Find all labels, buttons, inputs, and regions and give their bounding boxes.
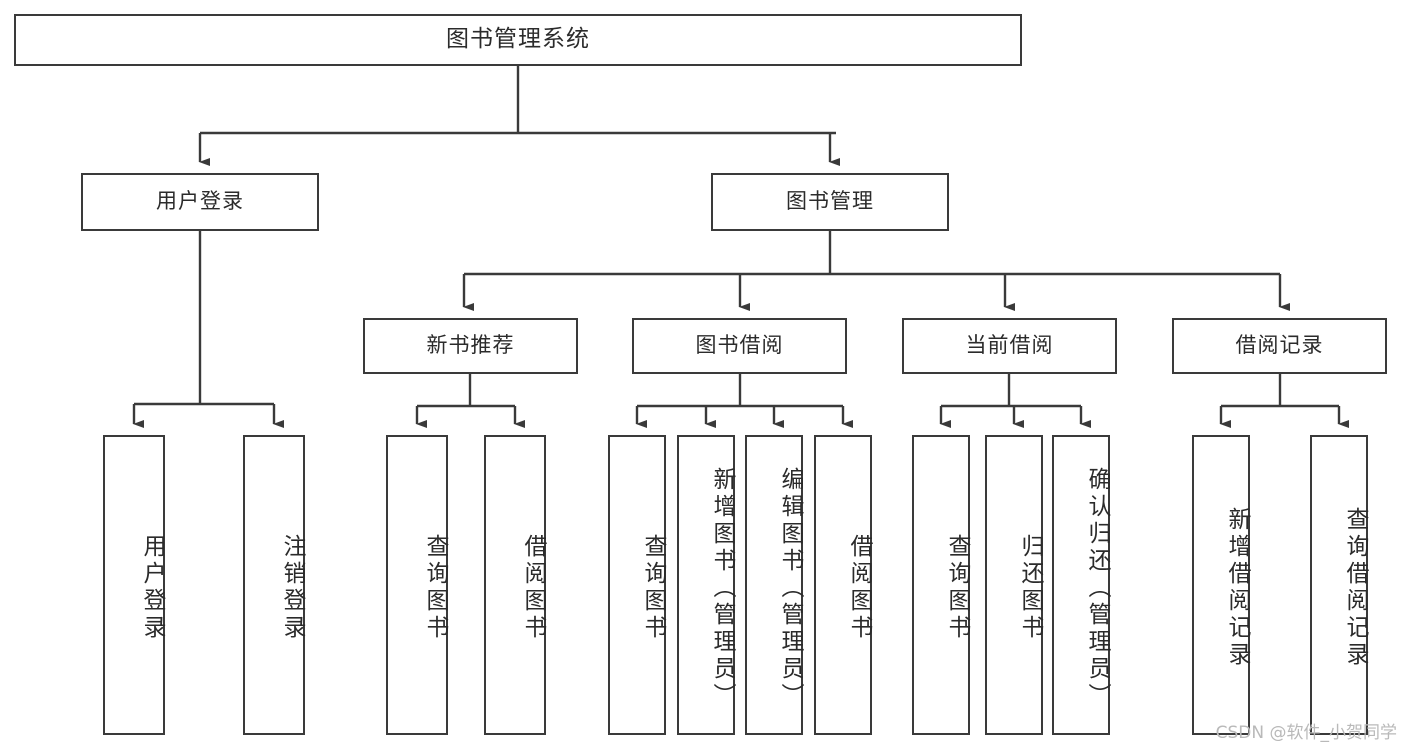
node-leaf-borrow-book-2-label: 借阅图书 (846, 534, 872, 642)
node-leaf-user-logout[interactable]: 注销登录 (243, 435, 305, 735)
node-book-borrow[interactable]: 图书借阅 (632, 318, 847, 374)
node-current-borrow-label: 当前借阅 (965, 333, 1054, 358)
watermark: CSDN @软件_小贺同学 (1215, 723, 1397, 743)
node-new-book-recommend-label: 新书推荐 (426, 333, 515, 358)
node-user-login-label: 用户登录 (156, 189, 244, 214)
node-leaf-add-record-label: 新增借阅记录 (1224, 507, 1250, 669)
node-leaf-query-record[interactable]: 查询借阅记录 (1310, 435, 1368, 735)
node-leaf-confirm-return[interactable]: 确认归还（管理员） (1052, 435, 1110, 735)
node-leaf-query-book-3[interactable]: 查询图书 (912, 435, 970, 735)
node-borrow-records[interactable]: 借阅记录 (1172, 318, 1387, 374)
node-leaf-query-record-label: 查询借阅记录 (1342, 507, 1368, 669)
node-leaf-borrow-book-1-label: 借阅图书 (520, 534, 546, 642)
node-book-borrow-label: 图书借阅 (695, 333, 784, 358)
node-borrow-records-label: 借阅记录 (1235, 333, 1324, 358)
node-leaf-query-book-2-label: 查询图书 (640, 534, 666, 642)
node-leaf-add-book-label: 新增图书（管理员） (709, 466, 735, 710)
node-leaf-query-book-2[interactable]: 查询图书 (608, 435, 666, 735)
node-leaf-edit-book-label: 编辑图书（管理员） (777, 466, 803, 710)
node-root-label: 图书管理系统 (446, 26, 590, 53)
node-leaf-return-book-label: 归还图书 (1017, 534, 1043, 642)
node-book-management[interactable]: 图书管理 (711, 173, 949, 231)
node-leaf-return-book[interactable]: 归还图书 (985, 435, 1043, 735)
node-new-book-recommend[interactable]: 新书推荐 (363, 318, 578, 374)
node-leaf-borrow-book-1[interactable]: 借阅图书 (484, 435, 546, 735)
node-user-login[interactable]: 用户登录 (81, 173, 319, 231)
node-leaf-user-login[interactable]: 用户登录 (103, 435, 165, 735)
node-leaf-query-book-1[interactable]: 查询图书 (386, 435, 448, 735)
node-leaf-edit-book[interactable]: 编辑图书（管理员） (745, 435, 803, 735)
node-current-borrow[interactable]: 当前借阅 (902, 318, 1117, 374)
node-leaf-add-book[interactable]: 新增图书（管理员） (677, 435, 735, 735)
node-leaf-query-book-1-label: 查询图书 (422, 534, 448, 642)
node-leaf-user-logout-label: 注销登录 (279, 534, 305, 642)
node-leaf-add-record[interactable]: 新增借阅记录 (1192, 435, 1250, 735)
node-book-management-label: 图书管理 (786, 189, 874, 214)
node-leaf-borrow-book-2[interactable]: 借阅图书 (814, 435, 872, 735)
node-leaf-confirm-return-label: 确认归还（管理员） (1084, 466, 1110, 710)
node-leaf-query-book-3-label: 查询图书 (944, 534, 970, 642)
node-root[interactable]: 图书管理系统 (14, 14, 1022, 66)
node-leaf-user-login-label: 用户登录 (139, 534, 165, 642)
